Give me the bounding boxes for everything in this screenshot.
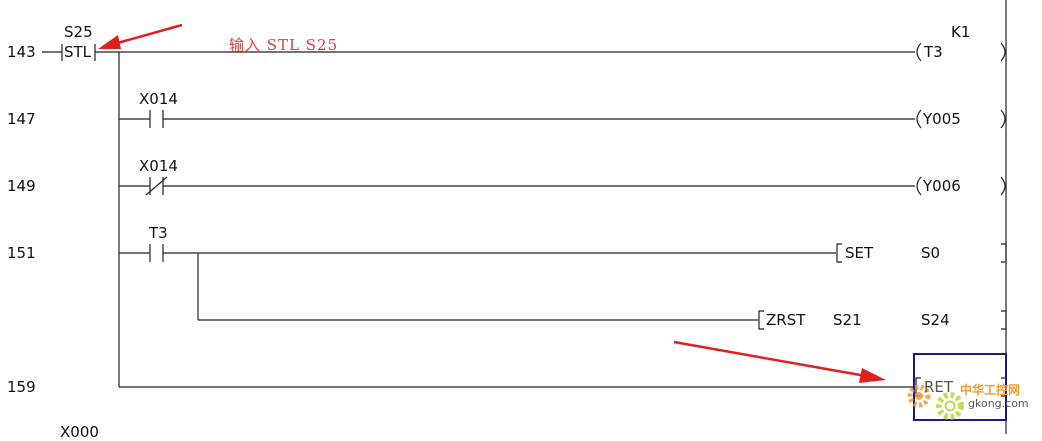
watermark-url: gkong.com <box>968 397 1029 410</box>
contact-label: T3 <box>149 224 168 242</box>
zrst-instruction[interactable]: ZRST <box>766 311 806 329</box>
gear-icon <box>907 384 931 408</box>
instr-right-bracket <box>1001 243 1007 263</box>
contact-label: X000 <box>60 423 99 441</box>
highlight-box <box>913 353 1007 421</box>
coil-left <box>916 42 922 62</box>
arrow-shaft <box>673 340 867 378</box>
step-number: 149 <box>7 177 36 195</box>
coil-right <box>1000 109 1006 129</box>
set-operand: S0 <box>921 244 941 262</box>
output-coil[interactable]: Y006 <box>923 177 961 195</box>
arrow-head-icon <box>98 35 121 49</box>
step-number: 143 <box>7 43 36 61</box>
zrst-operand-start: S21 <box>833 311 862 329</box>
coil-timer[interactable]: T3 <box>924 43 943 61</box>
stl-instruction[interactable]: STL <box>64 43 92 61</box>
arrow-shaft <box>113 23 183 46</box>
arrow-head-icon <box>859 368 886 383</box>
set-instruction[interactable]: SET <box>845 244 874 262</box>
ret-instruction[interactable]: RET <box>924 378 954 396</box>
zrst-operand-end: S24 <box>921 311 950 329</box>
instr-right-bracket <box>1001 310 1007 330</box>
gear-icon <box>936 392 964 420</box>
instr-left-bracket <box>758 310 764 330</box>
contact-label: X014 <box>139 90 178 108</box>
contact-label: X014 <box>139 157 178 175</box>
step-number: 159 <box>7 378 36 396</box>
coil-left <box>916 176 922 196</box>
coil-right <box>1000 176 1006 196</box>
timer-constant: K1 <box>951 23 971 41</box>
instr-left-bracket <box>836 243 842 263</box>
nc-contact-slash <box>145 176 168 196</box>
annotation-text: 输入 STL S25 <box>229 36 339 54</box>
coil-left <box>916 109 922 129</box>
coil-right <box>1000 42 1006 62</box>
output-coil[interactable]: Y005 <box>923 110 961 128</box>
step-number: 147 <box>7 110 36 128</box>
watermark-brand: 中华工控网 <box>960 383 1021 397</box>
step-number: 151 <box>7 244 36 262</box>
stl-device-label: S25 <box>64 23 93 41</box>
